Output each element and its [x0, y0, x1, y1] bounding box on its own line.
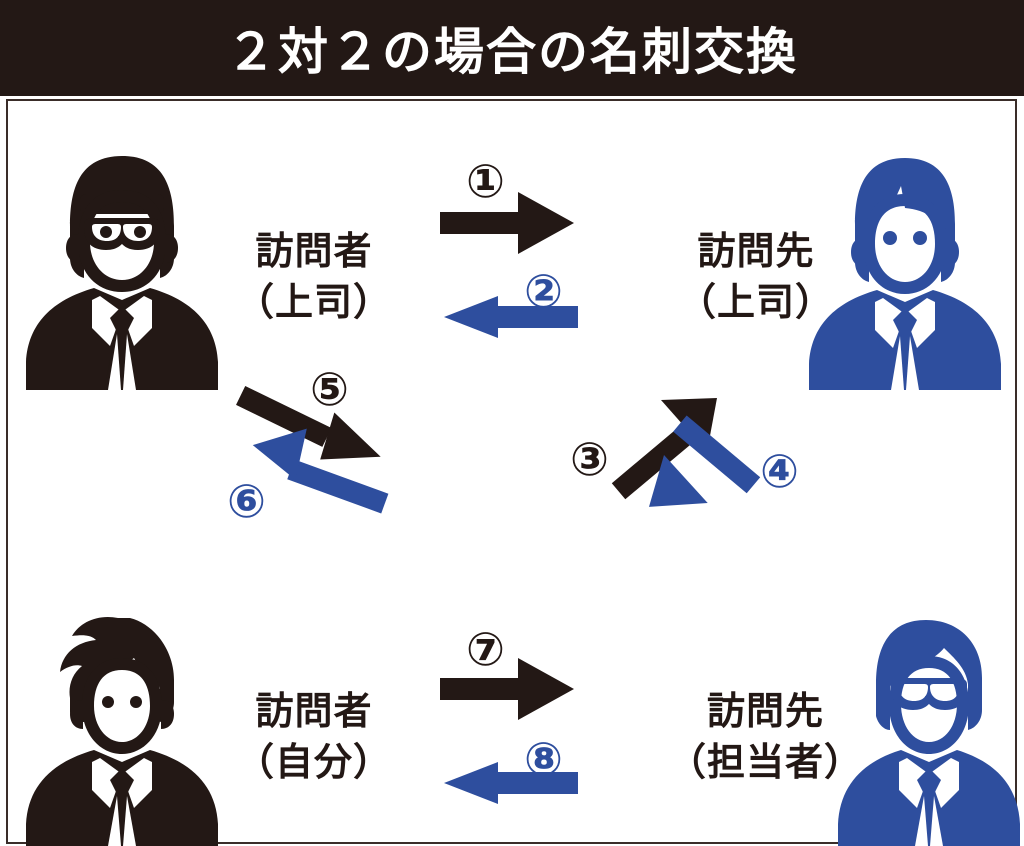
label-host-boss-line1: 訪問先 [697, 229, 815, 273]
step-number-5: ⑤ [310, 362, 349, 416]
step-number-8: ⑧ [524, 732, 563, 786]
step-number-2: ② [524, 264, 563, 318]
label-host-staff-line2: （担当者） [668, 740, 864, 785]
label-visitor-boss: 訪問者 （上司） [236, 226, 392, 329]
header-band [0, 0, 1024, 96]
person-bottom-left-avatar [22, 612, 222, 846]
label-host-boss: 訪問先 （上司） [678, 226, 834, 329]
step-number-6: ⑥ [227, 474, 266, 528]
person-bottom-right-avatar [838, 612, 1020, 846]
label-visitor-boss-line2: （上司） [236, 280, 393, 325]
page-title: ２対２の場合の名刺交換 [226, 23, 798, 81]
step-number-1: ① [466, 154, 505, 208]
label-visitor-boss-line1: 訪問者 [255, 229, 373, 273]
label-visitor-self-line1: 訪問者 [255, 689, 373, 733]
label-visitor-self: 訪問者 （自分） [236, 686, 392, 789]
person-top-left-avatar [22, 150, 222, 390]
step-number-3: ③ [570, 432, 609, 486]
step-number-4: ④ [760, 444, 799, 498]
step-number-7: ⑦ [466, 622, 505, 676]
label-host-boss-line2: （上司） [678, 280, 835, 325]
label-host-staff-line1: 訪問先 [707, 689, 825, 733]
person-top-right-avatar [805, 150, 1005, 390]
label-host-staff: 訪問先 （担当者） [668, 686, 863, 789]
label-visitor-self-line2: （自分） [236, 740, 393, 785]
